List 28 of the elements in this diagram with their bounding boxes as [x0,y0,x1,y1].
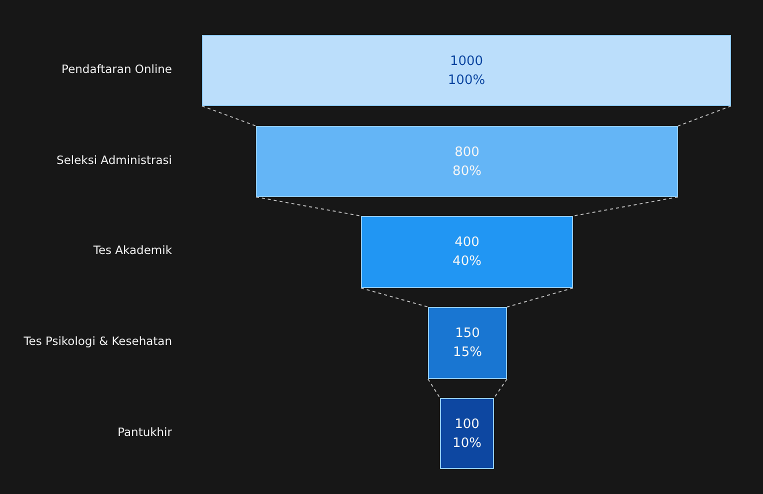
stage-label: Seleksi Administrasi [56,153,172,167]
percent-text: 40% [452,253,482,271]
stage-label: Tes Akademik [93,243,172,257]
value-text: 800 [454,144,480,162]
value-text: 400 [454,234,480,252]
funnel-bar [361,216,573,288]
dashed-connector [678,106,732,126]
funnel-bar [428,307,507,379]
dashed-connector [202,106,256,126]
percent-text: 80% [452,162,482,180]
stage-label: Tes Psikologi & Kesehatan [24,334,172,348]
dashed-connector [506,288,574,308]
value-text: 1000 [450,52,484,70]
stage-label: Pendaftaran Online [62,62,172,76]
percent-text: 15% [453,344,482,362]
percent-text: 10% [452,434,482,452]
funnel-bar [256,126,678,197]
funnel-bar [440,398,494,469]
percent-text: 100% [448,72,486,90]
value-text: 100 [454,416,480,434]
stage-label: Pantukhir [118,425,172,439]
dashed-connector [428,378,440,398]
dashed-connector [494,378,508,398]
dashed-connector [256,196,362,216]
value-text: 150 [455,325,480,343]
dashed-connector [360,288,428,308]
dashed-connector [572,196,678,216]
funnel-bar [202,35,731,106]
